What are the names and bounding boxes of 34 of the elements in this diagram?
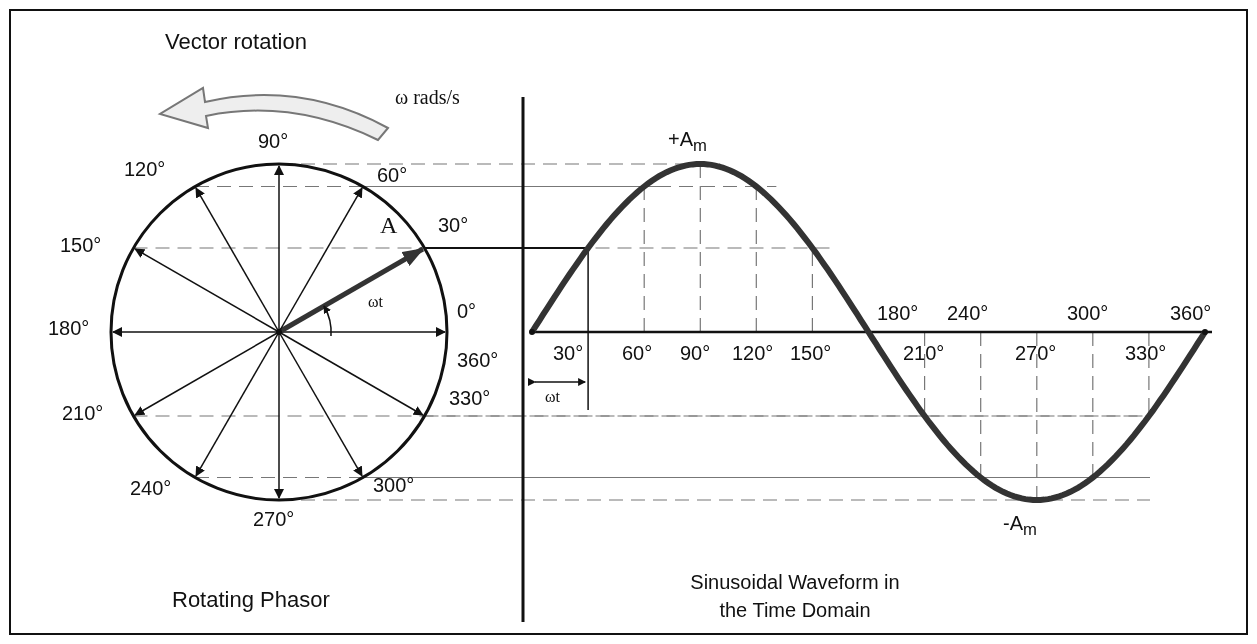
angle-label: 240° xyxy=(947,302,989,324)
angle-label: 300° xyxy=(1067,302,1109,324)
angle-label: 90° xyxy=(680,342,711,364)
angle-label: 180° xyxy=(48,317,90,339)
angle-label: 30° xyxy=(553,342,584,364)
angle-label: A xyxy=(380,212,398,239)
angle-label: 210° xyxy=(903,342,945,364)
angle-label: ωt xyxy=(545,388,560,406)
angle-label: 270° xyxy=(1015,342,1057,364)
angle-label: 360° xyxy=(1170,302,1212,324)
angle-label: ωt xyxy=(368,293,383,311)
angle-label: 360° xyxy=(457,349,499,371)
angle-label: 60° xyxy=(377,164,408,186)
angle-label: 60° xyxy=(622,342,653,364)
angle-label: 330° xyxy=(449,387,491,409)
angle-label: 240° xyxy=(130,477,172,499)
angle-label: 0° xyxy=(457,300,477,322)
angle-label: 120° xyxy=(124,158,166,180)
angle-label: 90° xyxy=(258,130,289,152)
angular-speed-label: ω rads/s xyxy=(395,86,460,108)
angle-label: 330° xyxy=(1125,342,1167,364)
caption-text: Sinusoidal Waveform in the Time Domain xyxy=(689,570,901,623)
rotation-label: Vector rotation xyxy=(165,30,307,55)
angle-label: 180° xyxy=(877,302,919,324)
angle-label: 150° xyxy=(60,234,102,256)
angle-label: -A$_{m}$ xyxy=(1003,512,1037,540)
caption-text: Rotating Phasor xyxy=(172,588,330,613)
angle-label: 150° xyxy=(790,342,832,364)
angle-label: 270° xyxy=(253,508,295,530)
angle-label: 120° xyxy=(732,342,774,364)
angle-label: +A$_{m}$ xyxy=(668,128,707,156)
angle-label: 300° xyxy=(373,474,415,496)
angle-label: 210° xyxy=(62,402,104,424)
angle-label: 30° xyxy=(438,214,469,236)
